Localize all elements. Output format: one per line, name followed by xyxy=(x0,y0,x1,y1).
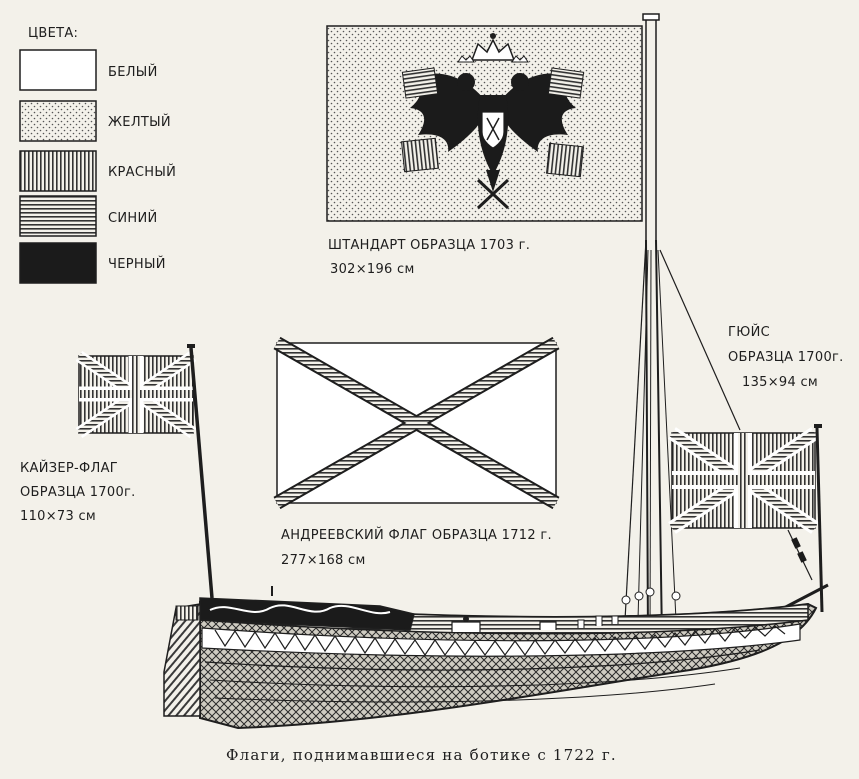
legend-swatch-red xyxy=(19,150,97,192)
jack-flag: ГЮЙС ОБРАЗЦА 1700г. 135×94 см xyxy=(668,324,844,613)
andreevsky-label-line2: 277×168 см xyxy=(281,553,366,568)
standard-label-line2: 302×196 см xyxy=(330,262,415,277)
figure-caption: Флаги, поднимавшиеся на ботике с 1722 г. xyxy=(226,746,617,764)
legend-swatch-white xyxy=(19,49,97,91)
jack-label-line3: 135×94 см xyxy=(742,375,818,390)
standard-flag: ШТАНДАРТ ОБРАЗЦА 1703 г. 302×196 см xyxy=(326,25,643,277)
main-mast xyxy=(621,13,741,641)
legend-label-blue: СИНИЙ xyxy=(108,210,158,226)
andreevsky-flag: АНДРЕЕВСКИЙ ФЛАГ ОБРАЗЦА 1712 г. 277×168… xyxy=(273,336,560,568)
jack-label-line2: ОБРАЗЦА 1700г. xyxy=(728,350,844,365)
standard-label-line1: ШТАНДАРТ ОБРАЗЦА 1703 г. xyxy=(328,238,530,253)
legend-title: ЦВЕТА: xyxy=(28,26,78,41)
legend-swatch-black xyxy=(19,242,97,284)
kaiser-label-line1: КАЙЗЕР-ФЛАГ xyxy=(20,460,118,476)
color-legend: ЦВЕТА: БЕЛЫЙ ЖЕЛТЫЙ КРАСНЫЙ СИНИЙ ЧЕРНЫЙ xyxy=(19,26,176,284)
legend-label-red: КРАСНЫЙ xyxy=(108,164,176,180)
botik-boat xyxy=(163,529,829,730)
legend-swatch-yellow xyxy=(19,100,97,142)
legend-label-black: ЧЕРНЫЙ xyxy=(108,256,166,272)
kaiser-flag: КАЙЗЕР-ФЛАГ ОБРАЗЦА 1700г. 110×73 см xyxy=(20,344,214,599)
legend-swatch-blue xyxy=(19,195,97,237)
kaiser-label-line3: 110×73 см xyxy=(20,509,96,524)
andreevsky-label-line1: АНДРЕЕВСКИЙ ФЛАГ ОБРАЗЦА 1712 г. xyxy=(281,527,552,543)
double-headed-eagle-icon xyxy=(400,33,585,210)
legend-label-white: БЕЛЫЙ xyxy=(108,64,158,80)
legend-label-yellow: ЖЕЛТЫЙ xyxy=(108,114,171,130)
kaiser-label-line2: ОБРАЗЦА 1700г. xyxy=(20,485,136,500)
jack-label-line1: ГЮЙС xyxy=(728,324,770,340)
